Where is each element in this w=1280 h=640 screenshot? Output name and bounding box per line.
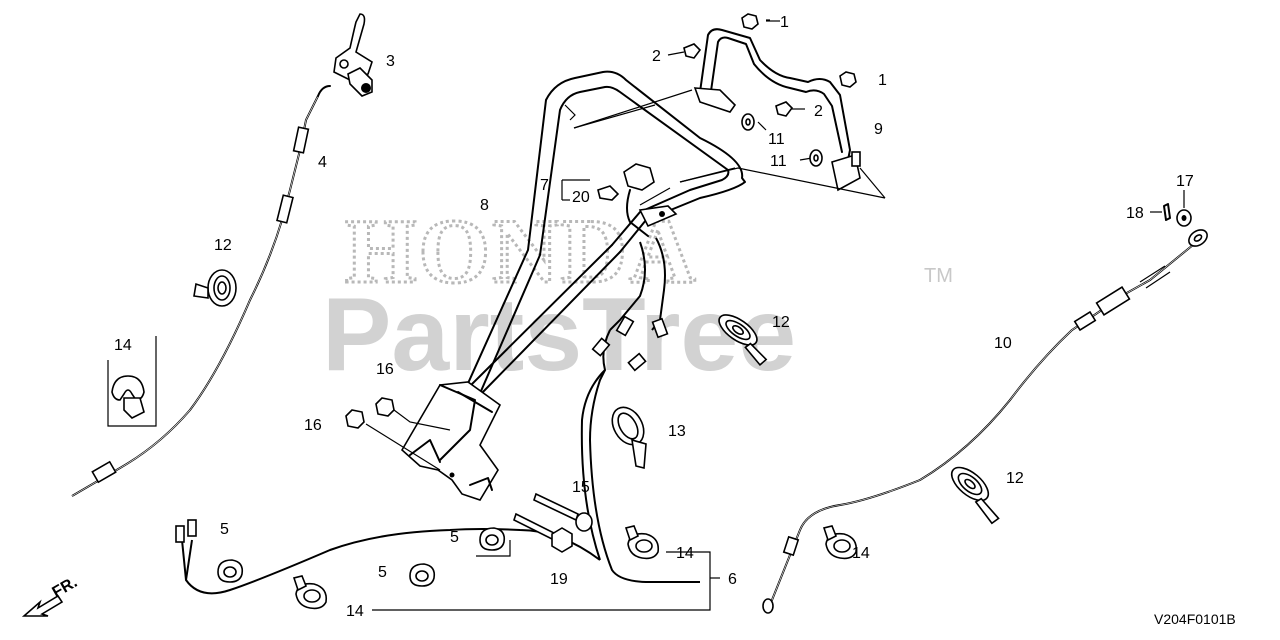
callout-18: 18 bbox=[1126, 205, 1144, 222]
callout-11-lower: 11 bbox=[770, 153, 787, 170]
clip-part-2-top bbox=[683, 43, 702, 59]
bolts-and-nuts bbox=[345, 397, 593, 553]
clip-part-2-right bbox=[775, 101, 794, 117]
leader-lines bbox=[573, 19, 886, 206]
callout-1-right: 1 bbox=[878, 72, 887, 89]
callout-4: 4 bbox=[318, 154, 327, 171]
callout-20: 20 bbox=[572, 189, 590, 206]
callout-8: 8 bbox=[480, 197, 489, 214]
callout-14-right: 14 bbox=[852, 545, 870, 562]
grommet-part-20 bbox=[597, 185, 620, 201]
lower-handle-bracket bbox=[400, 381, 502, 501]
front-arrow-icon bbox=[21, 594, 64, 617]
clamps-part-14 bbox=[111, 375, 858, 610]
bracket-bar-part-9 bbox=[693, 28, 861, 192]
callout-12-middle: 12 bbox=[772, 314, 790, 331]
callout-2-top: 2 bbox=[652, 48, 661, 65]
nut-part-1-right bbox=[839, 71, 857, 88]
figure-code: V204F0101B bbox=[1154, 611, 1236, 627]
callout-17: 17 bbox=[1176, 173, 1194, 190]
callout-14-left: 14 bbox=[114, 337, 132, 354]
callout-13: 13 bbox=[668, 423, 686, 440]
nut-part-16-lower bbox=[345, 409, 365, 429]
front-label: FR. bbox=[50, 574, 81, 602]
front-direction-indicator: FR. bbox=[21, 574, 81, 617]
bolt-part-19 bbox=[513, 512, 557, 542]
throttle-lever-part-3 bbox=[333, 13, 373, 97]
callout-6: 6 bbox=[728, 571, 737, 588]
callout-5-middle: 5 bbox=[450, 529, 459, 546]
cable-part-4 bbox=[71, 85, 331, 497]
callout-16-lower: 16 bbox=[304, 417, 322, 434]
watermark-brand: HONDA bbox=[345, 200, 697, 302]
wire-harness-part-6 bbox=[175, 237, 700, 595]
callout-15: 15 bbox=[572, 479, 590, 496]
cable-part-10 bbox=[762, 229, 1208, 614]
switch-part-7 bbox=[623, 163, 655, 191]
callout-7: 7 bbox=[540, 177, 549, 194]
cable-ties-part-12 bbox=[193, 269, 1000, 525]
hardware bbox=[597, 13, 857, 237]
bolt-part-15 bbox=[533, 492, 579, 522]
watermark-tm: TM bbox=[924, 265, 953, 287]
callout-16-upper: 16 bbox=[376, 361, 394, 378]
callout-14-bottom: 14 bbox=[346, 603, 364, 620]
callout-2-right: 2 bbox=[814, 103, 823, 120]
callout-5-left: 5 bbox=[220, 521, 229, 538]
callout-5-lower: 5 bbox=[378, 564, 387, 581]
band-part-13 bbox=[611, 406, 647, 470]
callout-10: 10 bbox=[994, 335, 1012, 352]
callout-1-top: 1 bbox=[780, 14, 789, 31]
callout-9: 9 bbox=[874, 121, 883, 138]
pin-part-18 bbox=[1163, 203, 1171, 221]
pin-and-washer bbox=[1150, 190, 1192, 227]
callout-3: 3 bbox=[386, 53, 395, 70]
callout-12-left: 12 bbox=[214, 237, 232, 254]
callout-brackets bbox=[107, 179, 720, 611]
clips-part-5 bbox=[217, 527, 506, 587]
nut-part-16-upper bbox=[375, 397, 395, 417]
callouts: 1 1 2 2 3 4 5 5 5 6 7 8 9 10 11 11 12 12… bbox=[114, 14, 1194, 620]
callout-19: 19 bbox=[550, 571, 568, 588]
nut-part-1-top bbox=[741, 13, 759, 30]
upper-handle-part-8 bbox=[464, 70, 746, 399]
callout-12-right: 12 bbox=[1006, 470, 1024, 487]
callout-11-upper: 11 bbox=[768, 131, 785, 148]
callout-14-middle: 14 bbox=[676, 545, 694, 562]
